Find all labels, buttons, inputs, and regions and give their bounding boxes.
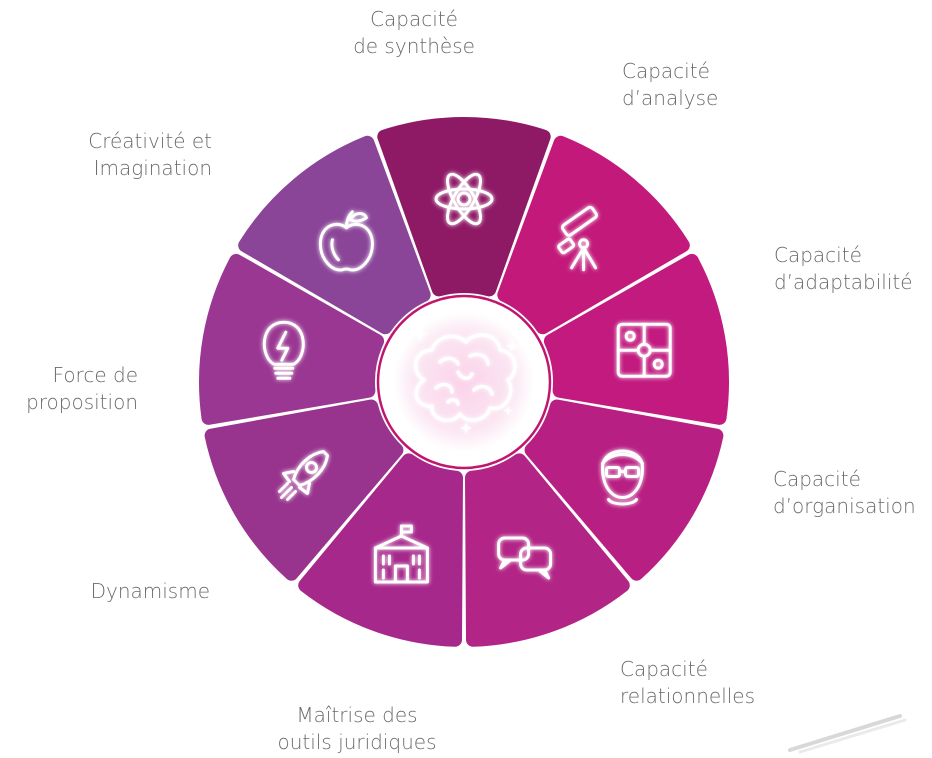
segment-creativite — [238, 135, 431, 335]
sparkle-icon — [412, 326, 518, 434]
center-circle — [376, 294, 552, 470]
label-relationnelles: Capacité relationnelles — [620, 657, 756, 708]
label-proposition: Force de proposition — [26, 363, 138, 414]
label-juridiques: Maîtrise des outils juridiques — [277, 703, 437, 754]
segment-shape — [543, 253, 729, 425]
building-icon — [373, 524, 429, 584]
lightbulb-icon — [262, 320, 305, 380]
speech-bubbles-icon — [497, 536, 553, 580]
segment-shape — [238, 135, 431, 335]
label-organisation: Capacité d’organisation — [773, 467, 916, 518]
brain-icon — [413, 333, 517, 423]
segment-shape — [199, 253, 385, 425]
person-glasses-icon — [601, 449, 644, 506]
segment-organisation — [524, 399, 724, 581]
rocket-icon — [278, 450, 329, 501]
segment-relationnelles — [465, 453, 630, 647]
segment-analyse — [497, 135, 690, 335]
atom-icon — [434, 172, 494, 226]
label-dynamisme: Dynamisme — [90, 579, 210, 603]
segment-dynamisme — [204, 399, 404, 581]
puzzle-icon — [616, 322, 672, 378]
segment-proposition — [199, 253, 385, 425]
apple-icon — [318, 210, 374, 272]
segment-shape — [377, 117, 551, 297]
label-synthese: Capacité de synthèse — [353, 7, 475, 58]
label-analyse: Capacité d’analyse — [622, 59, 719, 110]
segment-shape — [497, 135, 690, 335]
telescope-icon — [557, 205, 598, 272]
segment-adaptabilite — [543, 253, 729, 425]
segment-juridiques — [298, 453, 463, 647]
segment-shape — [298, 453, 463, 647]
label-adaptabilite: Capacité d’adaptabilité — [774, 243, 913, 294]
pen-decoration — [788, 714, 907, 754]
label-creativite: Créativité et Imagination — [88, 129, 212, 180]
segment-shape — [524, 399, 724, 581]
segment-synthese — [377, 117, 551, 297]
